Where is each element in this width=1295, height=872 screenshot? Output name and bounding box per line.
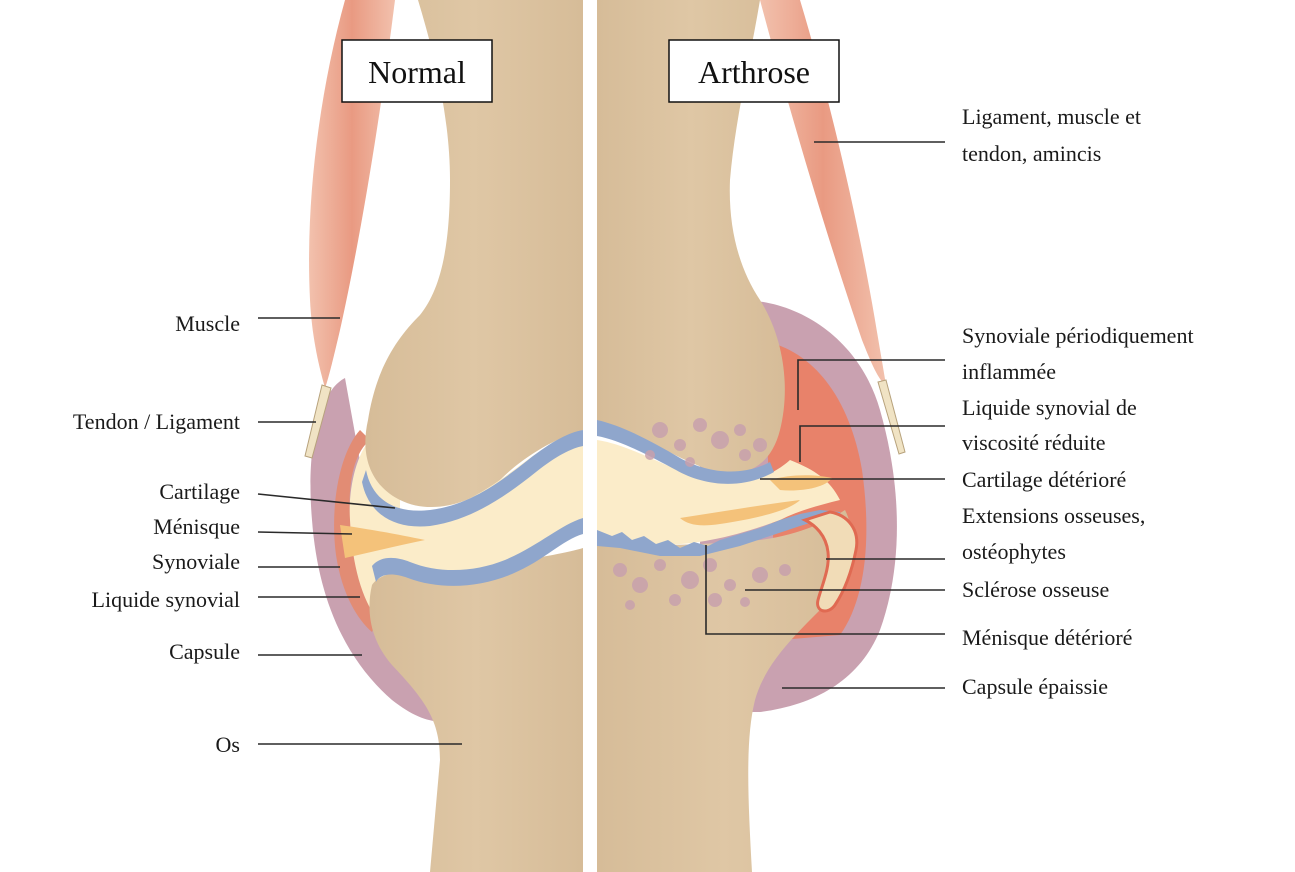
label-sclerosis: Sclérose osseuse: [962, 577, 1109, 602]
label-meniscus-right: Ménisque détérioré: [962, 625, 1132, 650]
panel-divider: [583, 0, 597, 872]
title-normal-text: Normal: [368, 54, 466, 90]
label-fluid-line1: Liquide synovial de: [962, 395, 1137, 420]
normal-panel: [305, 0, 583, 872]
label-bone: Os: [216, 732, 240, 757]
title-arthrosis-text: Arthrose: [698, 54, 810, 90]
label-cartilage: Cartilage: [159, 479, 240, 504]
title-arthrosis: Arthrose: [669, 40, 839, 102]
label-ligament-line2: tendon, amincis: [962, 141, 1101, 166]
title-normal: Normal: [342, 40, 492, 102]
label-synovial: Synoviale: [152, 549, 240, 574]
label-synovial-fluid: Liquide synovial: [92, 587, 240, 612]
label-tendon: Tendon / Ligament: [73, 409, 240, 434]
label-meniscus: Ménisque: [153, 514, 240, 539]
label-capsule: Capsule: [169, 639, 240, 664]
label-fluid-line2: viscosité réduite: [962, 430, 1106, 455]
label-synovial-line2: inflammée: [962, 359, 1056, 384]
label-osteo-line1: Extensions osseuses,: [962, 503, 1145, 528]
normal-tibia: [369, 548, 583, 872]
label-osteo-line2: ostéophytes: [962, 539, 1066, 564]
label-cartilage-right: Cartilage détérioré: [962, 467, 1126, 492]
label-muscle: Muscle: [175, 311, 240, 336]
label-synovial-line1: Synoviale périodiquement: [962, 323, 1194, 348]
arthrosis-panel: [597, 0, 905, 872]
label-ligament-line1: Ligament, muscle et: [962, 104, 1141, 129]
label-capsule-right: Capsule épaissie: [962, 674, 1108, 699]
